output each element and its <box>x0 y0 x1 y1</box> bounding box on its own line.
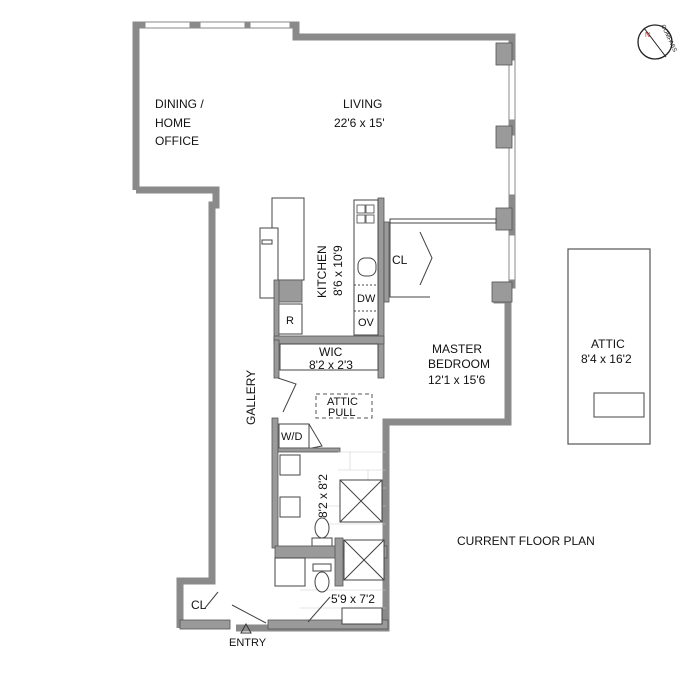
wall-pier <box>495 125 513 149</box>
master-label-1: MASTER <box>432 342 482 356</box>
closet-door <box>419 231 433 286</box>
kitchen-left-wall <box>273 279 280 341</box>
wall-pier <box>495 42 513 66</box>
compass-north: N <box>645 32 650 39</box>
gallery-door <box>277 377 297 413</box>
bath2-door <box>307 596 331 623</box>
shower-1-drain <box>339 479 383 523</box>
entry-door <box>204 591 267 624</box>
fridge-label: R <box>286 315 294 327</box>
living-size: 22'6 x 15' <box>334 116 385 130</box>
dishwasher <box>353 284 379 312</box>
wic-box <box>279 343 379 371</box>
kitchen-wall-block <box>277 279 303 303</box>
attic-label: ATTIC <box>591 337 625 351</box>
living-label: LIVING <box>343 97 382 111</box>
attic-hatch <box>593 392 645 418</box>
toilet-icon <box>314 571 330 593</box>
bath1-size: 8'2 x 8'2 <box>316 474 330 518</box>
vanity <box>279 496 301 518</box>
washer-dryer <box>278 423 310 449</box>
master-size: 12'1 x 15'6 <box>428 373 486 387</box>
wic-left-wall <box>273 339 280 379</box>
dining-label-3: OFFICE <box>155 134 199 148</box>
wic-label: WIC <box>319 345 343 359</box>
shower-2-drain <box>343 539 385 581</box>
wic-wall-top <box>273 335 385 345</box>
dining-label-1: DINING / <box>155 97 204 111</box>
windows <box>144 21 516 281</box>
bathtub <box>341 607 383 625</box>
attic-pull-label-2: PULL <box>328 407 356 419</box>
wd-door <box>308 423 323 449</box>
bath-divider <box>277 447 341 453</box>
bath2-size: 5'9 x 7'2 <box>331 592 375 606</box>
master-closet-label: CL <box>392 253 408 267</box>
entry-bottom-wall <box>267 619 389 630</box>
dw-label: DW <box>357 293 376 305</box>
closet-nook <box>274 557 306 587</box>
wall-pier <box>491 281 513 303</box>
attic-size: 8'4 x 16'2 <box>581 352 632 366</box>
kitchen-size: 8'6 x 10'9 <box>331 245 345 296</box>
vanity <box>279 454 301 476</box>
entry-closet-wall <box>179 619 231 630</box>
closet-window <box>389 218 497 224</box>
entry-closet-label: CL <box>191 598 207 612</box>
ov-label: OV <box>358 317 375 329</box>
toilet-tank <box>312 563 332 572</box>
master-closet-wall <box>389 222 430 298</box>
fridge <box>277 303 303 335</box>
master-label-2: BEDROOM <box>428 357 490 371</box>
wd-label: W/D <box>281 431 302 443</box>
bedroom-wall <box>383 221 390 303</box>
kitchen-right-wall <box>377 197 385 379</box>
toilet-tank <box>311 537 333 547</box>
entry-arrow-icon <box>240 622 252 634</box>
toilet-icon <box>314 517 330 539</box>
dining-label-2: HOME <box>155 116 191 130</box>
bath-wall-vert <box>334 537 344 587</box>
counter-left <box>259 227 279 299</box>
stove-icon <box>356 204 375 224</box>
attic-pull <box>315 393 373 419</box>
wall-pier <box>495 207 513 231</box>
entry-label: ENTRY <box>229 637 267 649</box>
compass-icon: N COMPASS <box>637 24 677 60</box>
kitchen-label: KITCHEN <box>315 245 329 298</box>
sink-icon <box>357 257 377 277</box>
wic-size: 8'2 x 2'3 <box>309 358 353 372</box>
bath-wall-left <box>271 417 279 549</box>
handle <box>261 239 273 245</box>
plan-title: CURRENT FLOOR PLAN <box>457 534 595 548</box>
attic-pull-label-1: ATTIC <box>327 396 358 408</box>
gallery-label: GALLERY <box>244 370 258 425</box>
